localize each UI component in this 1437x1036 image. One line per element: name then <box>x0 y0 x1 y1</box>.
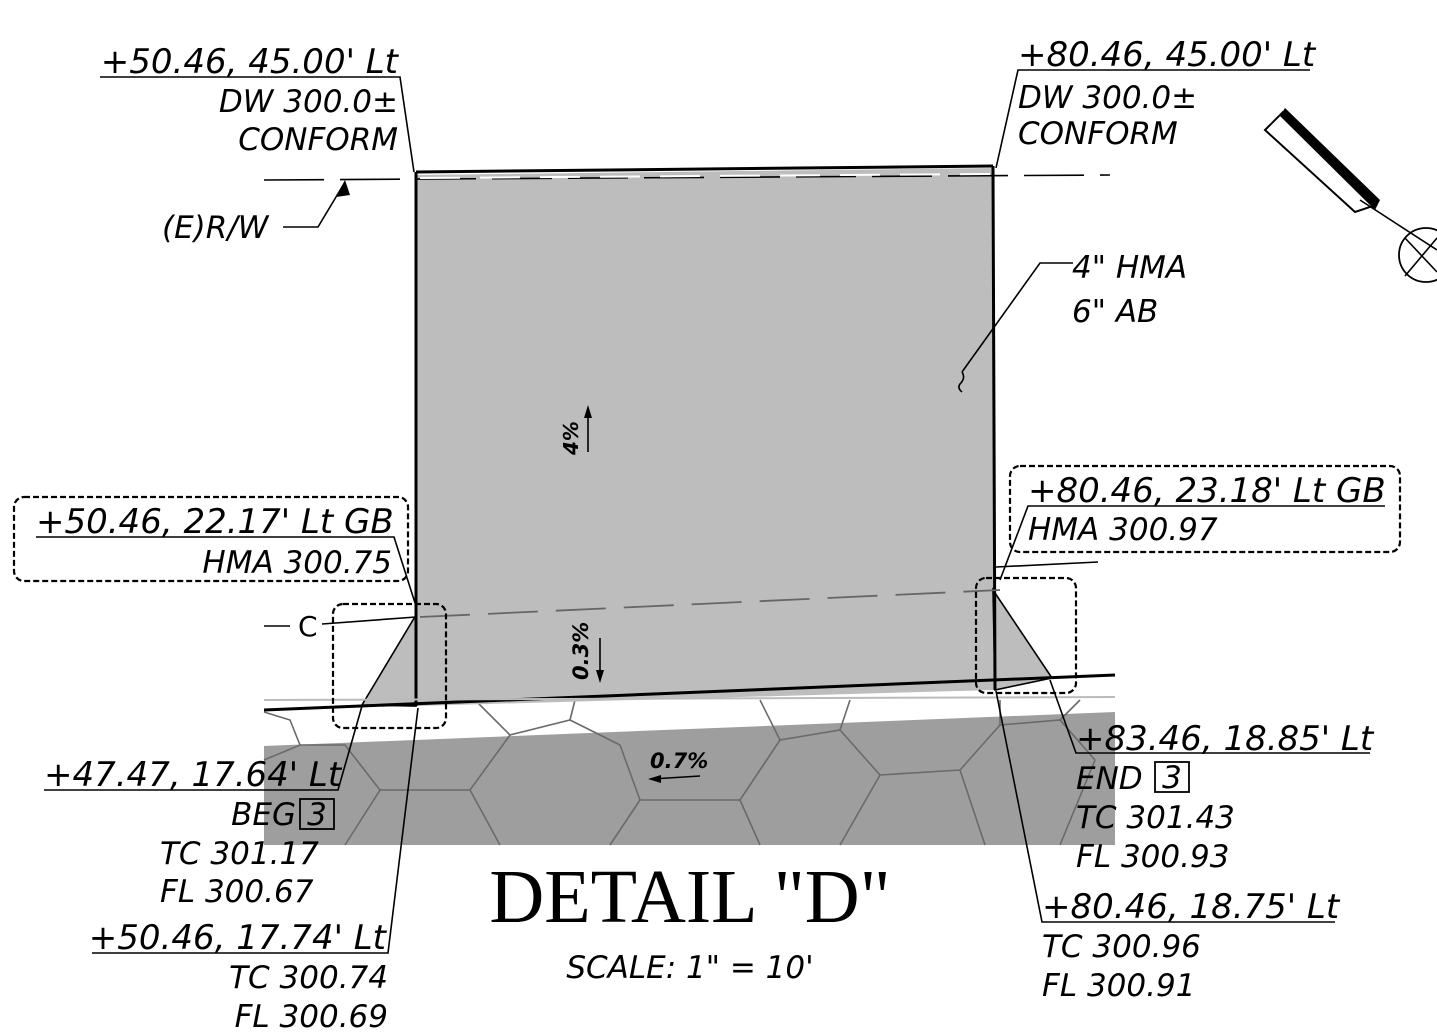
left-lower-tc: TC 300.74 <box>229 960 388 996</box>
edge-of-pavement-light <box>263 696 1116 701</box>
top-left-station: +50.46, 45.00' Lt <box>101 42 400 82</box>
top-right-line2: DW 300.0± <box>1018 80 1197 116</box>
gb-left-elev: HMA 300.75 <box>202 545 392 581</box>
beg-tag: 3 <box>307 797 327 833</box>
centerline-dash <box>419 589 1001 618</box>
gb-left-station: +50.46, 22.17' Lt GB <box>36 502 394 542</box>
curb-return-left <box>360 612 417 707</box>
right-gb-lead <box>995 561 1099 568</box>
existing-roadway <box>264 712 1115 845</box>
detail-scale: SCALE: 1" = 10' <box>566 950 813 986</box>
slope-main-label: 4% <box>559 421 583 456</box>
north-arrow-icon <box>1263 108 1437 251</box>
centerline-lead2 <box>321 616 417 625</box>
right-lower-fl: FL 300.91 <box>1042 968 1195 1004</box>
slope-arrow-main <box>584 405 592 452</box>
top-left-line2: DW 300.0± <box>219 84 398 120</box>
row-label: (E)R/W <box>162 210 270 246</box>
paving-top-edge <box>415 164 994 174</box>
beg-label: BEG <box>231 797 296 833</box>
revision-cloud-curb-left <box>331 602 448 730</box>
slope-arrow-gutter <box>596 638 604 683</box>
beg-tc: TC 301.17 <box>160 836 319 872</box>
beg-tag-box <box>299 798 335 830</box>
slope-road-label: 0.7% <box>650 749 708 773</box>
end-tag-box <box>1154 761 1190 793</box>
curb-return-right <box>992 587 1054 691</box>
roadway-hatch <box>263 699 1096 846</box>
revision-cloud-gb-right <box>1008 464 1402 554</box>
centerline-label: C <box>298 610 318 643</box>
section-line1: 4" HMA <box>1072 250 1187 286</box>
right-of-way-line-light <box>419 173 991 179</box>
end-fl: FL 300.93 <box>1076 839 1229 875</box>
beg-station: +47.47, 17.64' Lt <box>44 755 343 795</box>
left-lower-station: +50.46, 17.74' Lt <box>89 918 388 958</box>
edge-of-pavement <box>263 673 1116 712</box>
slope-arrow-road <box>648 775 701 783</box>
circle-x-icon <box>1398 227 1437 283</box>
detail-title: DETAIL "D" <box>489 855 890 939</box>
top-right-line3: CONFORM <box>1018 116 1178 152</box>
beg-fl: FL 300.67 <box>160 874 314 910</box>
left-lower-fl: FL 300.69 <box>235 999 388 1035</box>
end-label: END <box>1076 761 1143 797</box>
revision-cloud-curb-right <box>974 576 1078 695</box>
right-lower-station: +80.46, 18.75' Lt <box>1042 887 1341 927</box>
right-lower-tc: TC 300.96 <box>1042 929 1201 965</box>
gb-right-station: +80.46, 23.18' Lt GB <box>1028 471 1386 511</box>
paving-area <box>416 168 995 706</box>
section-line2: 6" AB <box>1072 294 1158 330</box>
top-right-station: +80.46, 45.00' Lt <box>1018 35 1317 75</box>
paving-right-edge <box>991 165 997 691</box>
top-left-line3: CONFORM <box>238 122 398 158</box>
gb-right-elev: HMA 300.97 <box>1028 512 1218 548</box>
slope-gutter-label: 0.3% <box>569 622 593 680</box>
end-station: +83.46, 18.85' Lt <box>1076 719 1375 759</box>
right-of-way-line <box>263 174 1111 181</box>
end-tc: TC 301.43 <box>1076 800 1235 836</box>
end-tag: 3 <box>1162 760 1182 796</box>
leader-lines <box>36 69 1385 954</box>
